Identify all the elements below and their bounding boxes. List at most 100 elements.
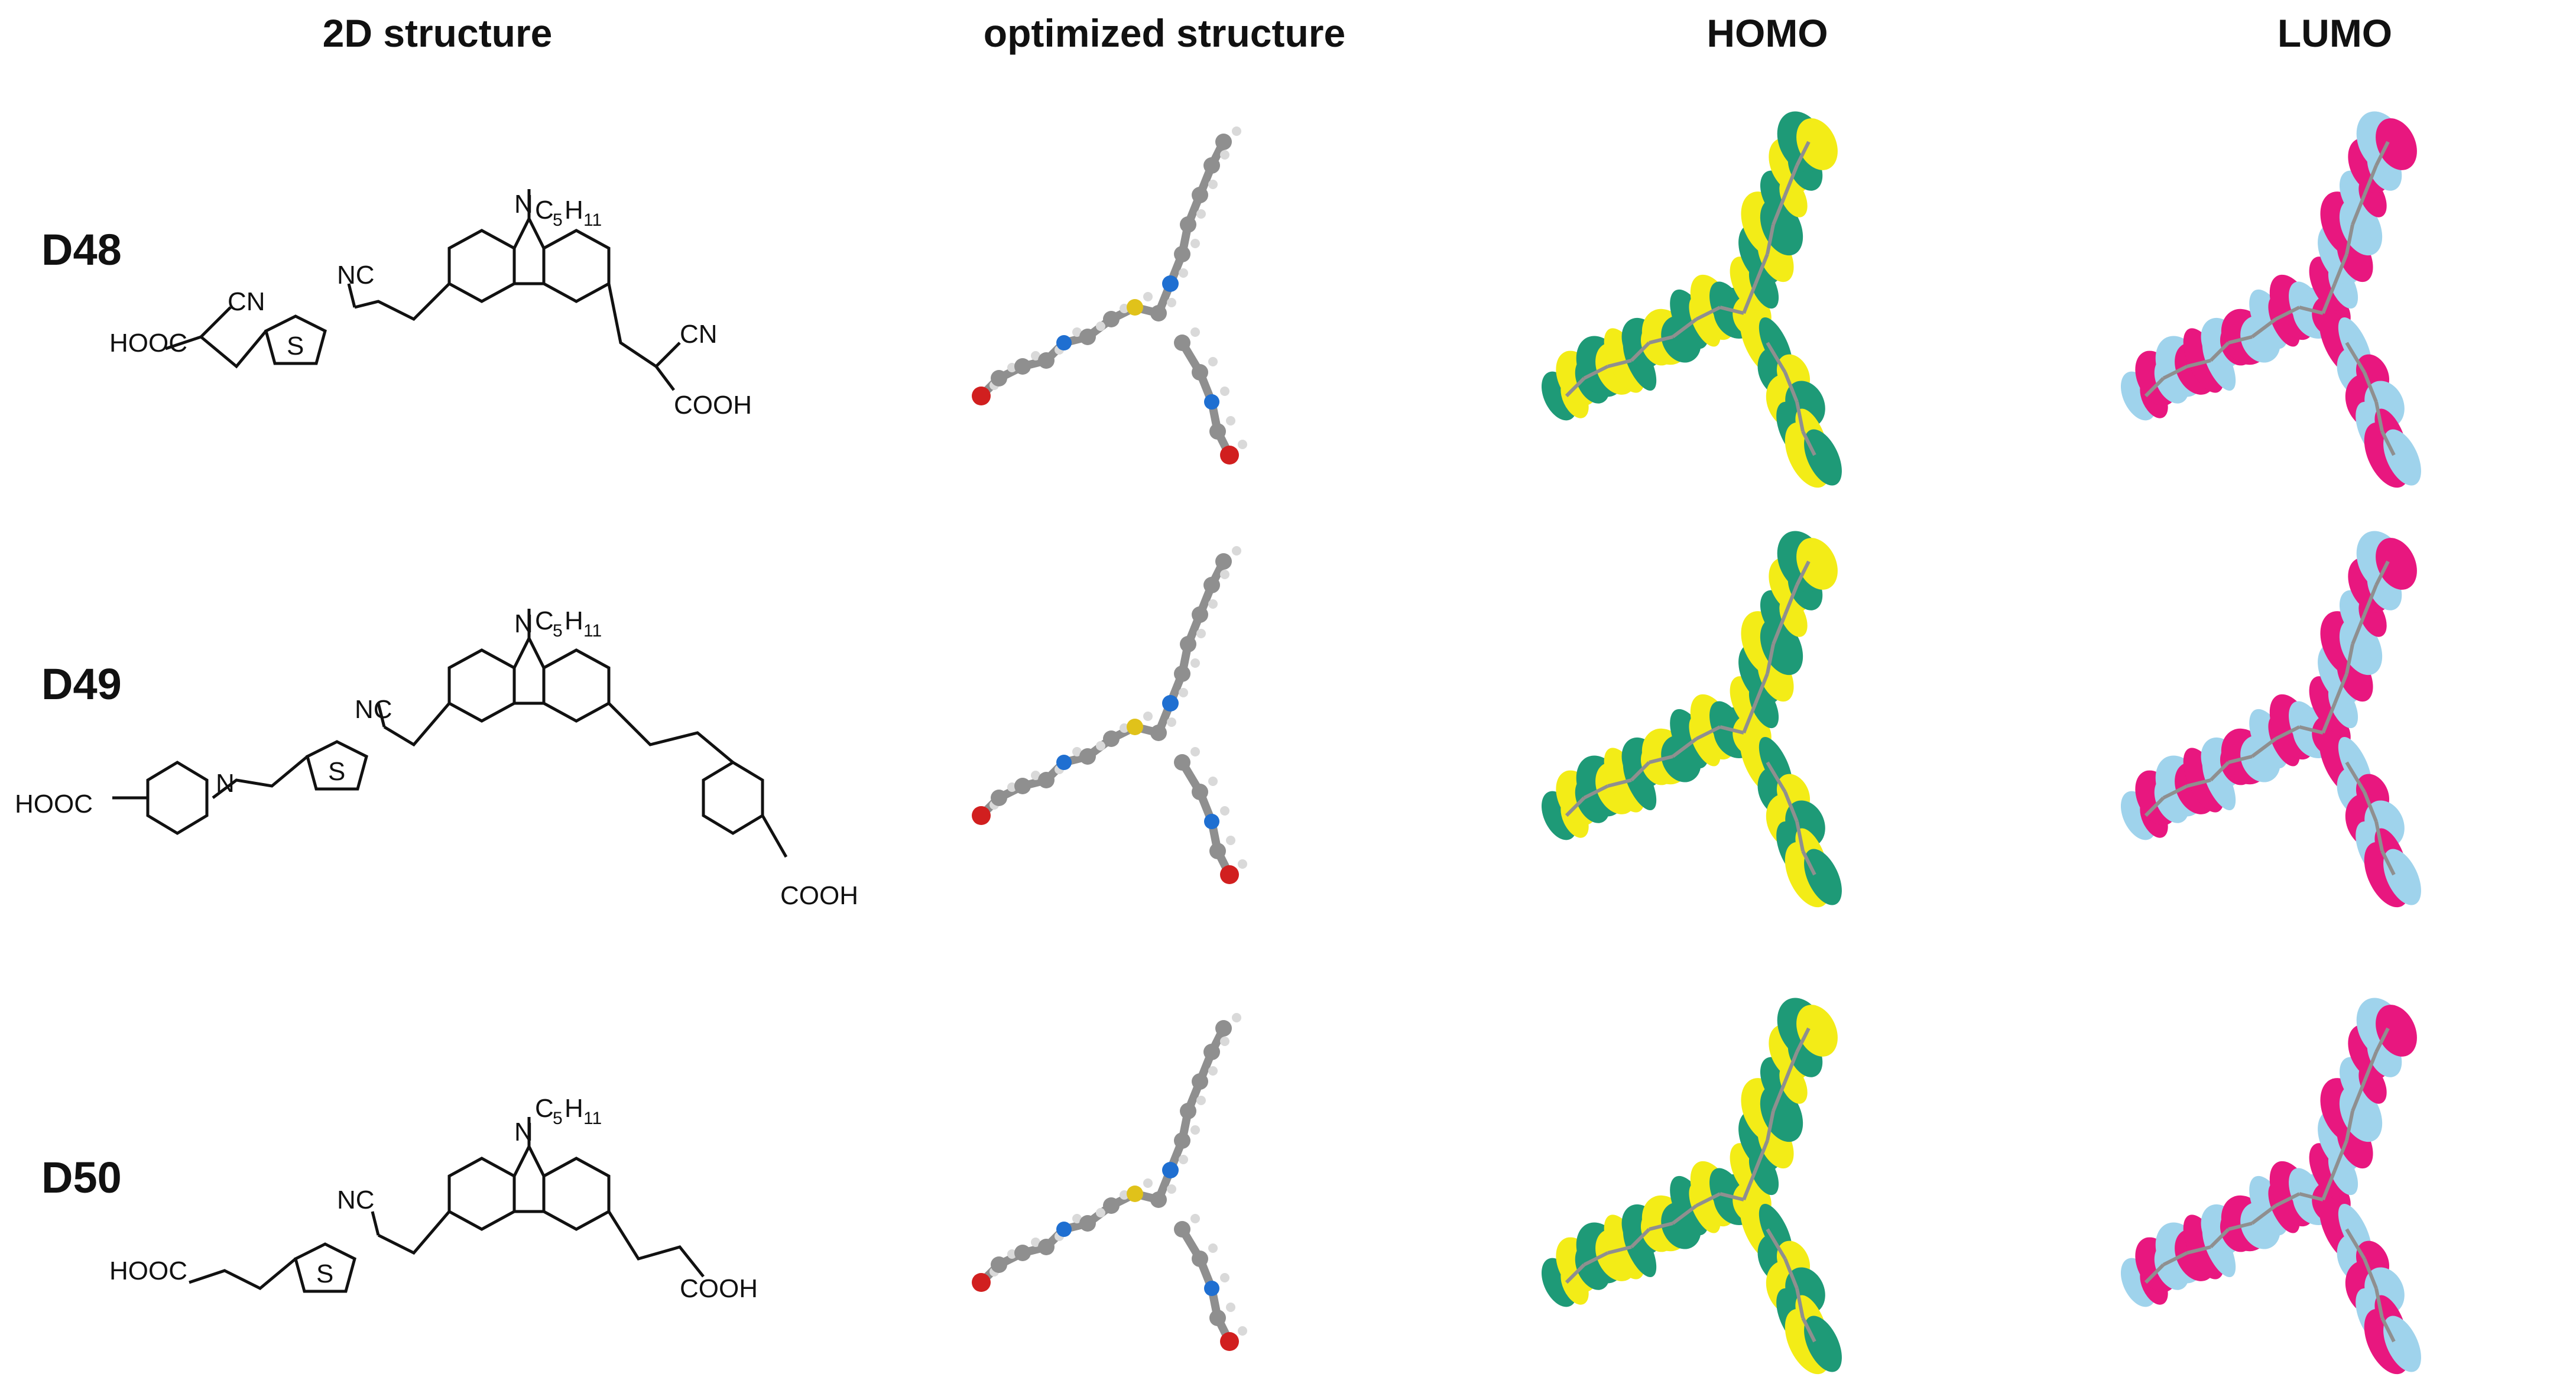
bond [1766,644,1775,674]
d49-optimized-structure [972,546,1247,884]
bond [2363,791,2378,823]
bond [1742,702,1757,734]
atom [1215,553,1232,570]
hydrogen-atom [1226,1303,1235,1312]
svg-text:S: S [316,1259,333,1288]
atom [1056,1222,1072,1237]
hydrogen-atom [1072,327,1082,337]
orbital-lobe [1796,1005,1838,1057]
svg-text:N: N [514,190,533,219]
bond [2333,253,2348,285]
atom [1079,748,1096,765]
atom [1192,1251,1208,1267]
d50-homo-orbital [1541,998,1842,1375]
bond [2374,821,2384,852]
hydrogen-atom [1208,777,1218,786]
svg-text:C: C [535,196,554,225]
bond [2162,1251,2188,1266]
hydrogen-atom [1226,416,1235,426]
svg-text:NC: NC [337,261,375,290]
bond [2363,584,2378,616]
bond [1783,1258,1799,1290]
atom [1174,754,1190,771]
hydrogen-atom [1190,327,1200,337]
svg-text:C: C [535,606,554,635]
hydrogen-atom [1238,440,1247,449]
bond [2209,761,2230,782]
bond [2380,1317,2396,1343]
column-header-lumo: LUMO [2277,11,2393,55]
bond [2345,761,2366,793]
bond [2251,1204,2277,1225]
svg-text:NC: NC [355,695,392,724]
atom [1127,299,1143,316]
hydrogen-atom [1190,1214,1200,1223]
bond [2321,702,2337,734]
hydrogen-atom [1196,629,1206,638]
bond [1766,1110,1775,1141]
svg-text:H: H [564,196,583,225]
d48-optimized-structure [972,126,1247,465]
bond [1783,584,1799,616]
orbital-lobe [1804,1316,1842,1372]
orbital-lobe [2376,538,2417,590]
hydrogen-atom [1238,1326,1247,1336]
bond [1742,282,1757,314]
atom [991,370,1007,387]
column-header-optimized-structure: optimized structure [983,11,1346,55]
bond [1795,141,1811,167]
svg-text:NC: NC [337,1186,375,1214]
bond [2186,359,2211,368]
hydrogen-atom [1190,239,1200,248]
bond [1754,1139,1769,1171]
svg-text:COOH: COOH [674,391,752,420]
bond [1766,1228,1787,1260]
bond [1795,821,1805,852]
hydrogen-atom [1220,806,1229,816]
atom [1204,394,1219,410]
hydrogen-atom [1220,570,1229,579]
atom [1180,216,1196,233]
bond [1565,376,1586,398]
row-label-d50: D50 [41,1153,122,1202]
orbital-lobe [2383,849,2421,905]
svg-text:5: 5 [553,621,563,641]
hydrogen-atom [1120,304,1129,313]
bond [2345,1110,2354,1141]
bond [1583,1251,1609,1266]
bond [2144,1263,2165,1284]
hydrogen-atom [1143,292,1153,301]
orbital-lobe [1796,538,1838,590]
column-header-homo: HOMO [1706,11,1828,55]
bond [1565,1263,1586,1284]
bond [1783,791,1799,823]
d48-lumo-orbital [2120,111,2421,488]
hydrogen-atom [1208,599,1218,609]
atom [1174,665,1190,682]
orbital-lobe [2376,1005,2417,1057]
bond [2380,850,2396,876]
svg-text:CN: CN [680,320,718,349]
bond [1795,401,1805,432]
svg-text:HOOC: HOOC [109,329,187,358]
bond [1795,560,1811,586]
bond [2351,613,2366,645]
atom [1014,1245,1031,1261]
d50-lumo-orbital [2120,998,2421,1375]
svg-text:HOOC: HOOC [15,790,93,819]
atom [1209,843,1226,859]
bond [1583,365,1609,380]
bond [1795,1027,1811,1053]
hydrogen-atom [1220,1037,1229,1046]
atom [1079,329,1096,345]
bond [2186,1245,2211,1255]
row-label-d49: D49 [41,660,122,709]
bond [1672,1204,1698,1225]
atom [1150,725,1167,741]
atom [1180,636,1196,652]
atom [1209,1310,1226,1326]
bond [1630,341,1651,362]
atom [1174,1221,1190,1238]
d50-2d-structure [189,1117,705,1293]
bond [2144,376,2165,398]
